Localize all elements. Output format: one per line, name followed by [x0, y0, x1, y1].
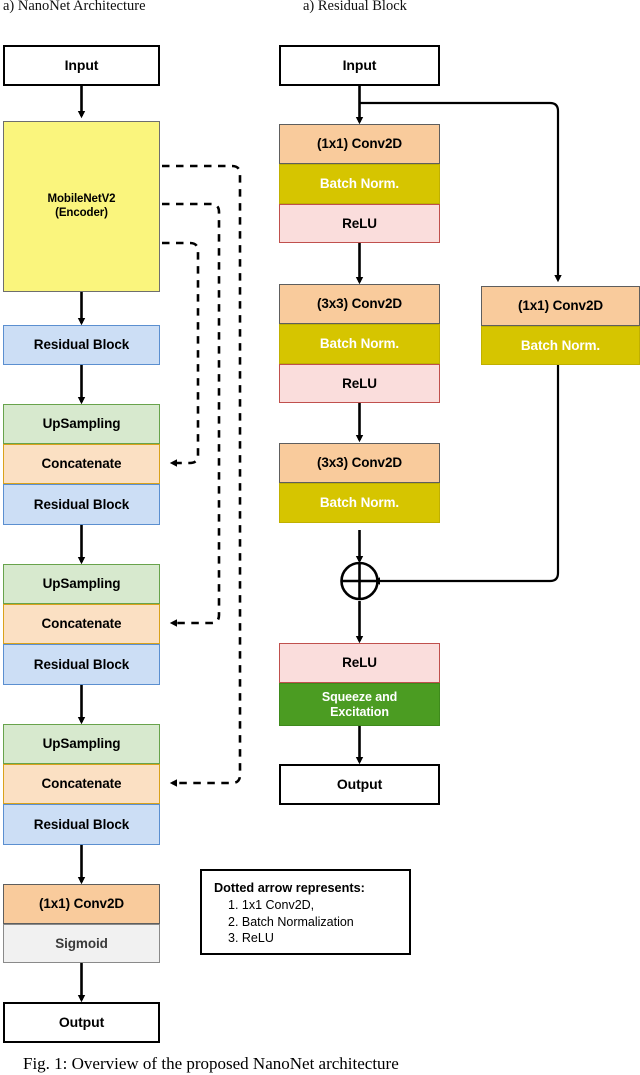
- residual-conv1x1-1[interactable]: (1x1) Conv2D: [279, 124, 440, 164]
- dashed-skip-1: [162, 241, 200, 467]
- residual-relu-2[interactable]: ReLU: [279, 364, 440, 403]
- nanonet-concatenate-2[interactable]: Concatenate: [3, 604, 160, 644]
- residual-output-box[interactable]: Output: [279, 764, 440, 805]
- residual-skip-conv1x1[interactable]: (1x1) Conv2D: [481, 286, 640, 326]
- residual-squeeze-excitation[interactable]: Squeeze and Excitation: [279, 683, 440, 726]
- nanonet-output-box[interactable]: Output: [3, 1002, 160, 1043]
- se-label-line1: Squeeze and: [321, 690, 398, 705]
- nanonet-sigmoid[interactable]: Sigmoid: [3, 924, 160, 963]
- encoder-label-line1: MobileNetV2: [47, 193, 116, 206]
- residual-input-box[interactable]: Input: [279, 45, 440, 86]
- left-column-title: a) NanoNet Architecture: [3, 0, 146, 14]
- residual-batchnorm-2[interactable]: Batch Norm.: [279, 324, 440, 364]
- figure-caption: Fig. 1: Overview of the proposed NanoNet…: [23, 1054, 399, 1073]
- legend-title: Dotted arrow represents:: [214, 881, 365, 895]
- nanonet-residual-block-1[interactable]: Residual Block: [3, 325, 160, 365]
- legend-list: 1. 1x1 Conv2D, 2. Batch Normalization 3.…: [214, 897, 397, 947]
- residual-batchnorm-1[interactable]: Batch Norm.: [279, 164, 440, 204]
- encoder-skip-dashed-connections: [162, 164, 242, 787]
- encoder-label-line2: (Encoder): [55, 206, 108, 219]
- residual-relu-1[interactable]: ReLU: [279, 204, 440, 243]
- legend-item-2: 2. Batch Normalization: [228, 914, 354, 929]
- nanonet-upsampling-3[interactable]: UpSampling: [3, 724, 160, 764]
- nanonet-upsampling-2[interactable]: UpSampling: [3, 564, 160, 604]
- nanonet-concatenate-1[interactable]: Concatenate: [3, 444, 160, 484]
- legend-item-1: 1. 1x1 Conv2D,: [228, 897, 315, 912]
- dashed-skip-3: [162, 164, 242, 787]
- residual-conv3x3-2[interactable]: (3x3) Conv2D: [279, 443, 440, 483]
- residual-conv3x3-1[interactable]: (3x3) Conv2D: [279, 284, 440, 324]
- nanonet-concatenate-3[interactable]: Concatenate: [3, 764, 160, 804]
- residual-relu-3[interactable]: ReLU: [279, 643, 440, 683]
- se-label-line2: Excitation: [330, 704, 389, 719]
- legend-box: Dotted arrow represents: 1. 1x1 Conv2D, …: [200, 869, 411, 955]
- nanonet-residual-block-4[interactable]: Residual Block: [3, 804, 160, 845]
- nanonet-input-box[interactable]: Input: [3, 45, 160, 86]
- add-node: [340, 561, 379, 601]
- nanonet-residual-block-2[interactable]: Residual Block: [3, 484, 160, 525]
- nanonet-residual-block-3[interactable]: Residual Block: [3, 644, 160, 685]
- dashed-skip-2: [162, 202, 221, 627]
- residual-batchnorm-3[interactable]: Batch Norm.: [279, 483, 440, 523]
- nanonet-conv1x1[interactable]: (1x1) Conv2D: [3, 884, 160, 924]
- right-column-title: a) Residual Block: [303, 0, 407, 14]
- nanonet-encoder-box[interactable]: MobileNetV2 (Encoder): [3, 121, 160, 292]
- residual-skip-batchnorm[interactable]: Batch Norm.: [481, 326, 640, 365]
- nanonet-upsampling-1[interactable]: UpSampling: [3, 404, 160, 444]
- legend-item-3: 3. ReLU: [228, 931, 274, 946]
